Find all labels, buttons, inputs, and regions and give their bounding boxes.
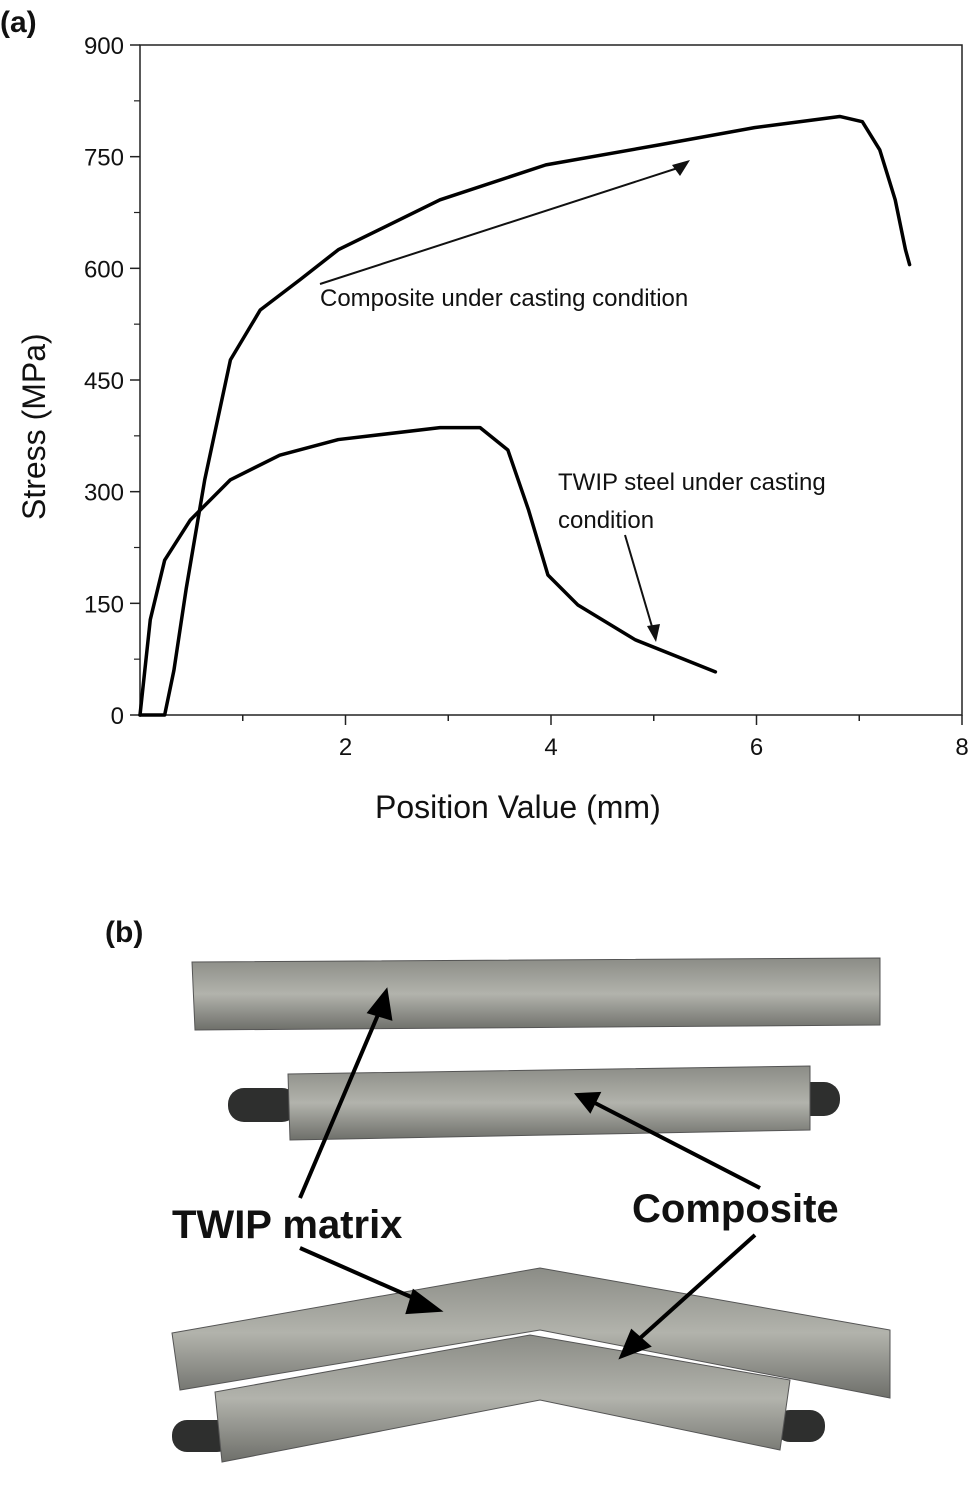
y-tick-label: 750: [84, 145, 124, 172]
arrowhead-twip: [647, 624, 660, 642]
twip-specimen-straight: [191, 957, 881, 1031]
arrow-composite: [319, 165, 685, 285]
y-tick-label: 900: [84, 33, 124, 60]
composite-rod-left: [228, 1088, 298, 1122]
annotation-twip-line2: condition: [558, 507, 654, 534]
x-tick-label: 4: [544, 734, 557, 761]
twip-curve: [138, 425, 718, 717]
chart-axes: 0 150 300 450 600 750 900 2 4 6 8: [84, 33, 969, 761]
annotation-composite: Composite under casting condition: [320, 285, 688, 312]
y-axis-label: Stress (MPa): [16, 333, 52, 520]
twip-specimen-bent: [171, 1267, 891, 1399]
y-tick-label: 150: [84, 591, 124, 618]
y-tick-label: 600: [84, 256, 124, 283]
y-tick-label: 300: [84, 480, 124, 507]
chart-series: [138, 114, 912, 717]
y-tick-label: 450: [84, 368, 124, 395]
composite-rod-bent-right: [775, 1410, 825, 1442]
x-tick-label: 6: [750, 734, 763, 761]
annotation-twip-line1: TWIP steel under casting: [558, 469, 826, 496]
arrowhead-composite: [672, 160, 690, 176]
composite-specimen-straight: [287, 1065, 811, 1141]
specimen-photo: [171, 957, 891, 1463]
x-tick-label: 8: [955, 734, 968, 761]
x-axis-label: Position Value (mm): [375, 789, 661, 825]
y-tick-label: 0: [111, 703, 124, 730]
panel-a-label: (a): [0, 6, 37, 39]
photo-arrows: [298, 987, 761, 1360]
composite-specimen-bent: [214, 1334, 791, 1463]
label-twip-matrix: TWIP matrix: [172, 1203, 402, 1247]
plot-frame: [139, 44, 963, 716]
arrow-twip: [624, 534, 654, 631]
panel-b-label: (b): [105, 916, 143, 949]
composite-curve: [138, 114, 912, 717]
composite-rod-bent-left: [172, 1420, 232, 1452]
x-tick-label: 2: [339, 734, 352, 761]
label-composite: Composite: [632, 1187, 839, 1231]
